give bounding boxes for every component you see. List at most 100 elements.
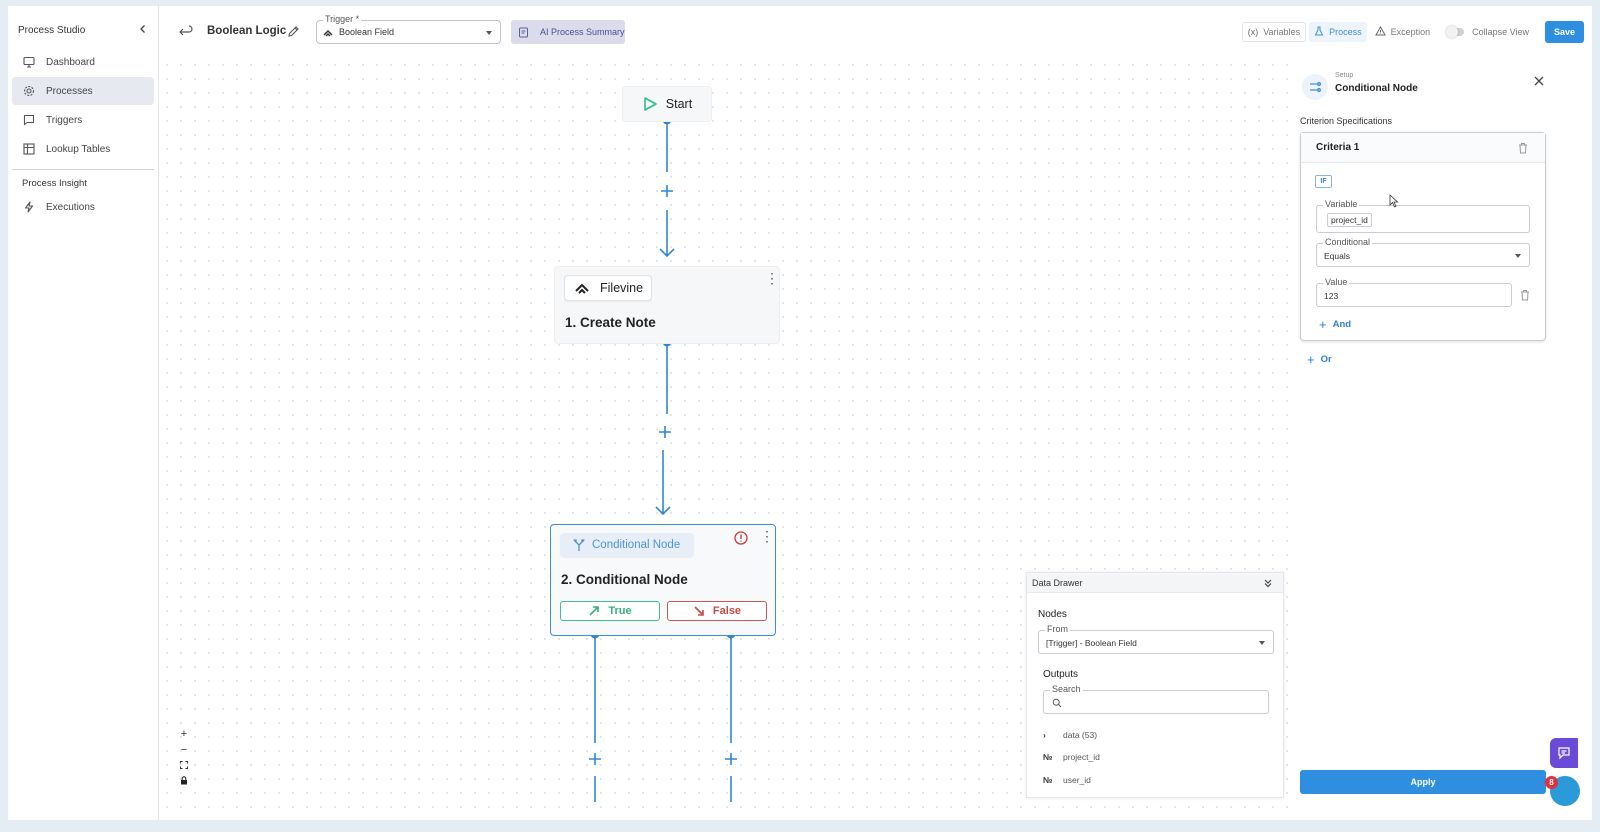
save-button[interactable]: Save <box>1545 21 1584 43</box>
variable-chip[interactable]: project_id <box>1327 213 1372 227</box>
tree-row-label: project_id <box>1063 752 1100 762</box>
chat-button[interactable] <box>1550 738 1578 768</box>
panel-title: Conditional Node <box>1335 83 1418 94</box>
process-name: Boolean Logic <box>207 25 287 37</box>
chevron-right-icon: › <box>1043 730 1046 740</box>
apply-button[interactable]: Apply <box>1300 770 1546 794</box>
lightning-icon <box>23 201 35 213</box>
exception-tab-button[interactable]: Exception <box>1370 22 1436 42</box>
sidebar-item-label: Dashboard <box>46 56 95 68</box>
chat-icon <box>1558 747 1570 760</box>
false-branch-button[interactable]: False <box>667 601 767 621</box>
panel-subtitle: Setup <box>1335 72 1354 79</box>
tree-row-data[interactable]: › data (53) <box>1043 727 1097 743</box>
tree-row-label: user_id <box>1063 775 1091 785</box>
gear-icon <box>23 85 35 97</box>
from-node-select[interactable]: From [Trigger] - Boolean Field <box>1038 624 1274 654</box>
lock-icon <box>181 776 187 785</box>
add-and-condition-button[interactable]: + And <box>1319 317 1351 332</box>
plus-icon: + <box>1319 317 1327 332</box>
node-menu-icon[interactable]: ⋮ <box>760 528 774 544</box>
collapse-view-toggle[interactable] <box>1446 26 1465 38</box>
or-label: Or <box>1320 354 1332 365</box>
add-step-button[interactable] <box>657 424 673 440</box>
search-label: Search <box>1050 684 1083 694</box>
tree-row-user-id[interactable]: № user_id <box>1043 772 1091 788</box>
sidebar: Process Studio Dashboard Processes <box>8 6 159 820</box>
monitor-icon <box>23 56 35 68</box>
tree-row-project-id[interactable]: № project_id <box>1043 749 1100 765</box>
value-input[interactable]: Value 123 <box>1316 277 1512 307</box>
from-value: [Trigger] - Boolean Field <box>1046 638 1137 648</box>
undo-icon[interactable] <box>178 24 194 40</box>
node-title: 2. Conditional Node <box>561 572 688 587</box>
sidebar-item-triggers[interactable]: Triggers <box>12 106 154 134</box>
true-branch-label: True <box>608 605 632 617</box>
variable-label: Variable <box>1323 199 1360 209</box>
fit-view-button[interactable] <box>178 758 190 774</box>
add-or-criteria-button[interactable]: + Or <box>1307 352 1332 367</box>
zoom-in-button[interactable]: + <box>180 728 188 740</box>
sidebar-item-lookup-tables[interactable]: Lookup Tables <box>12 135 154 163</box>
add-step-false-branch-button[interactable] <box>723 751 739 767</box>
sidebar-item-label: Lookup Tables <box>46 143 111 155</box>
sidebar-item-label: Triggers <box>46 114 83 126</box>
criteria-header: Criteria 1 <box>1301 133 1545 163</box>
conditional-chip: Conditional Node <box>560 533 694 557</box>
arrow-down-right-icon <box>694 606 704 616</box>
collapse-view-label: Collapse View <box>1472 27 1529 37</box>
double-chevron-down-icon[interactable] <box>1263 578 1273 588</box>
variables-label: Variables <box>1263 27 1301 37</box>
mouse-pointer-icon <box>1389 194 1399 208</box>
start-label: Start <box>665 97 693 111</box>
start-node[interactable]: Start <box>622 86 712 122</box>
pencil-icon[interactable] <box>287 25 300 38</box>
zoom-controls: + − <box>178 726 190 790</box>
collapse-sidebar-icon[interactable] <box>136 23 150 37</box>
if-badge: IF <box>1315 175 1332 188</box>
zoom-out-button[interactable]: − <box>180 744 188 756</box>
and-label: And <box>1332 319 1352 330</box>
sidebar-item-dashboard[interactable]: Dashboard <box>12 48 154 76</box>
conditional-select[interactable]: Conditional Equals <box>1316 237 1530 267</box>
data-drawer-header: Data Drawer <box>1027 573 1283 593</box>
exception-label: Exception <box>1390 27 1431 37</box>
node-menu-icon[interactable]: ⋮ <box>765 270 779 286</box>
data-drawer-title: Data Drawer <box>1032 577 1083 588</box>
criteria-card: Criteria 1 IF Variable project_id Condit… <box>1300 132 1546 341</box>
filevine-chip: Filevine <box>564 275 652 301</box>
variables-button[interactable]: (x) Variables <box>1241 22 1307 42</box>
trigger-label: Trigger * <box>323 14 362 24</box>
chevron-down-icon <box>1259 641 1265 645</box>
trash-icon[interactable] <box>1517 142 1529 154</box>
filevine-chip-label: Filevine <box>600 281 644 295</box>
setup-panel: Setup Conditional Node Criterion Specifi… <box>1294 58 1553 820</box>
trigger-select[interactable]: Trigger * Boolean Field <box>316 14 501 44</box>
true-branch-button[interactable]: True <box>560 601 660 621</box>
process-tab-button[interactable]: Process <box>1309 22 1367 42</box>
variable-field[interactable]: Variable project_id <box>1316 199 1530 233</box>
flask-icon <box>1314 26 1324 38</box>
warning-triangle-icon <box>1374 25 1386 38</box>
add-step-button[interactable] <box>659 183 675 199</box>
sidebar-item-processes[interactable]: Processes <box>12 77 154 105</box>
trash-icon[interactable] <box>1519 289 1531 301</box>
conditional-node[interactable]: Conditional Node ⋮ 2. Conditional Node T… <box>550 524 776 636</box>
document-sparkle-icon <box>518 27 529 38</box>
lock-button[interactable] <box>178 774 190 790</box>
add-step-true-branch-button[interactable] <box>587 751 603 767</box>
filevine-logo-icon <box>323 27 333 37</box>
outputs-label: Outputs <box>1043 669 1079 680</box>
close-icon[interactable] <box>1533 75 1545 87</box>
filevine-create-note-node[interactable]: Filevine ⋮ 1. Create Note <box>554 266 780 344</box>
conditional-value: Equals <box>1324 251 1350 261</box>
outputs-search-input[interactable]: Search <box>1043 684 1269 714</box>
sidebar-item-executions[interactable]: Executions <box>12 196 154 218</box>
value-label: Value <box>1323 277 1350 287</box>
ai-process-summary-button[interactable]: AI Process Summary <box>511 20 625 44</box>
conditional-label: Conditional <box>1323 237 1373 247</box>
sidebar-section-title: Process Insight <box>22 178 87 189</box>
trigger-value: Boolean Field <box>339 27 395 37</box>
node-title: 1. Create Note <box>565 315 656 330</box>
sidebar-divider <box>12 169 154 170</box>
